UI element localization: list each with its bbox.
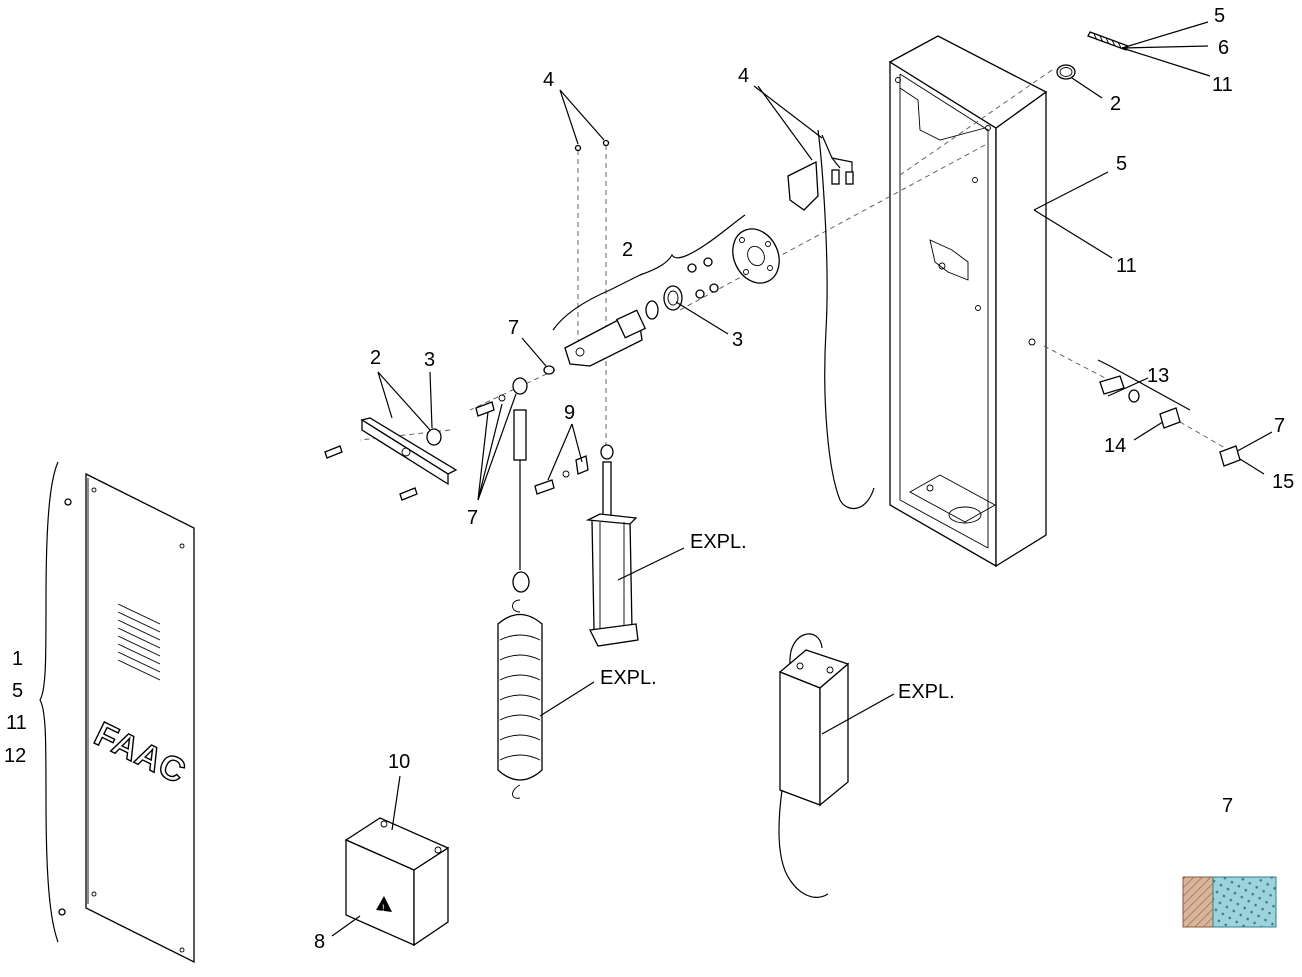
o-ring (1056, 64, 1076, 80)
callout-labels: 5 6 11 2 4 4 5 11 2 3 2 3 7 7 9 13 14 7 … (4, 5, 1294, 953)
front-cover: FAAC (39, 461, 195, 964)
alignment-lines (359, 69, 1226, 460)
sensor-bracket (787, 129, 875, 509)
label-shaft-2: 2 (622, 239, 633, 261)
label-cylinder-expl: EXPL. (690, 531, 747, 553)
label-cover-5: 5 (12, 680, 23, 702)
label-nut-9: 9 (564, 402, 575, 424)
label-spring-expl: EXPL. (600, 667, 657, 689)
label-bracket-4-mid: 4 (738, 65, 749, 87)
label-plate-2: 2 (370, 347, 381, 369)
pump-unit (778, 633, 850, 898)
key-part (1087, 31, 1129, 51)
label-box-10: 10 (388, 751, 410, 773)
label-bolts-7: 7 (467, 507, 478, 529)
label-housing-5: 5 (1116, 153, 1127, 175)
label-kit-7: 7 (1222, 795, 1233, 817)
hydraulic-cylinder (585, 444, 639, 647)
label-valve-7: 7 (1274, 415, 1285, 437)
label-top-right-11: 11 (1212, 74, 1233, 96)
label-cover-12: 12 (4, 745, 26, 767)
label-washer-2: 2 (1110, 93, 1121, 115)
label-bracket-4-left: 4 (543, 69, 554, 91)
warning-triangle-icon: ! (376, 896, 392, 913)
label-cover-1: 1 (12, 648, 23, 670)
label-plate-3: 3 (424, 349, 435, 371)
leader-lines (331, 21, 1273, 937)
label-valve-13: 13 (1147, 365, 1169, 387)
svg-text:!: ! (382, 903, 385, 913)
label-valve-14: 14 (1104, 435, 1126, 457)
label-cover-11: 11 (6, 712, 27, 734)
label-housing-11: 11 (1116, 255, 1137, 277)
junction-box: ! (344, 817, 450, 947)
label-bearing-3: 3 (732, 329, 743, 351)
seal-kit-swatch (1182, 876, 1277, 928)
shaft-assembly (543, 214, 780, 375)
screws-top (574, 139, 610, 152)
housing (888, 35, 1048, 568)
mounting-plate (324, 417, 458, 501)
spring-assembly (475, 377, 543, 799)
label-pump-expl: EXPL. (898, 681, 955, 703)
label-valve-15: 15 (1272, 471, 1294, 493)
valve-parts (1097, 359, 1241, 467)
label-top-right-6: 6 (1218, 37, 1229, 59)
label-box-8: 8 (314, 931, 325, 953)
label-top-right-5: 5 (1214, 5, 1225, 27)
bolt-nut (534, 455, 589, 495)
label-bolt-7: 7 (508, 317, 519, 339)
